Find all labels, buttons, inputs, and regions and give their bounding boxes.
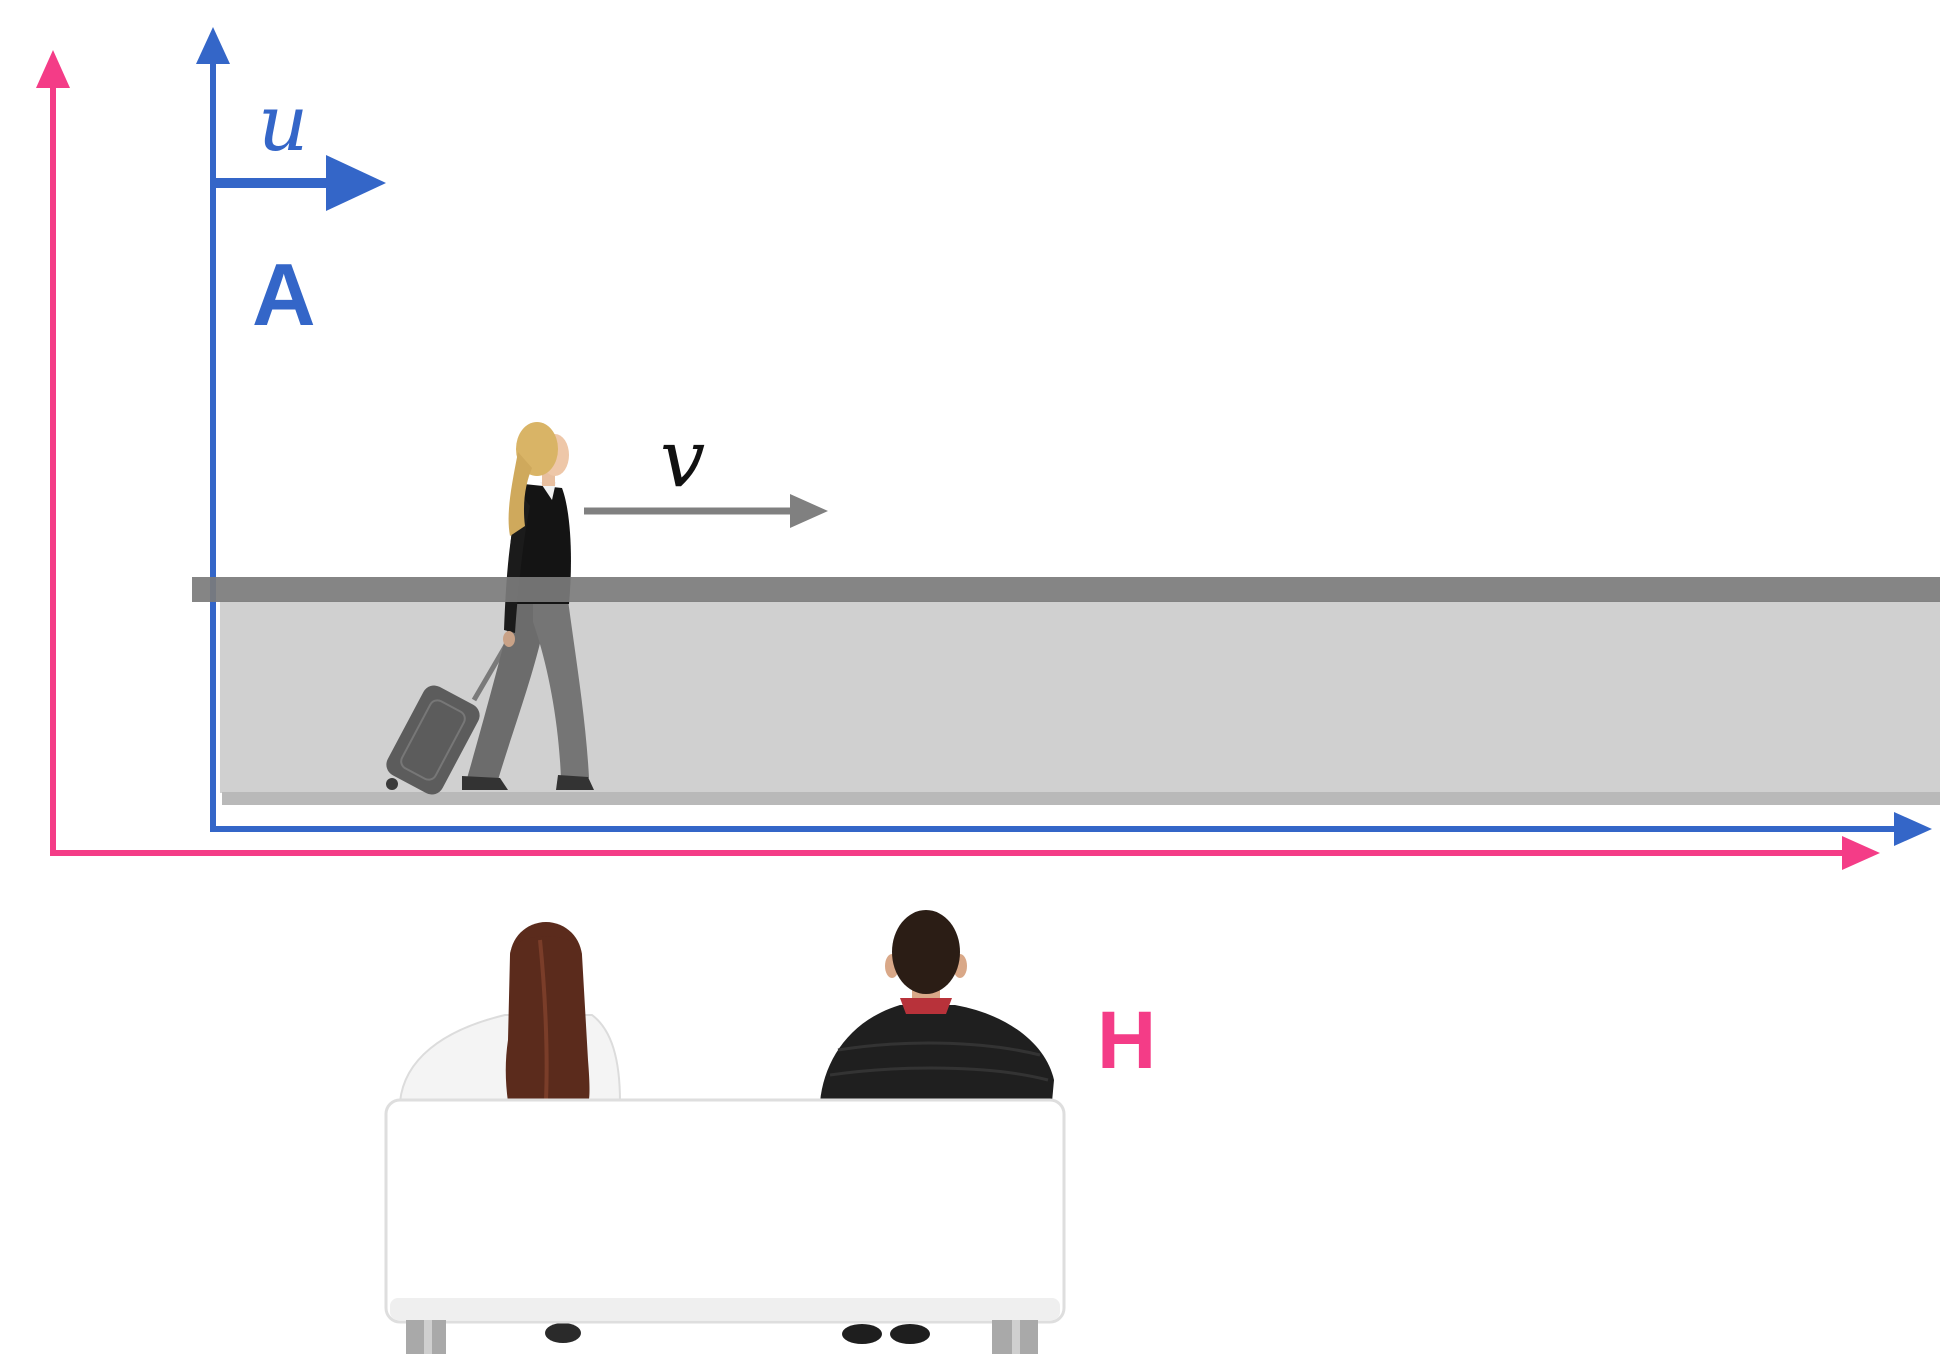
sofa-bottom-shade	[390, 1298, 1060, 1320]
seated-man-sweater-stripe	[829, 1066, 1049, 1082]
seated-man-icon	[820, 910, 1054, 1102]
v-arrow-head	[790, 494, 828, 528]
walkway-bottom-edge	[222, 792, 1940, 805]
seated-man-sweater	[820, 1005, 1054, 1102]
frame-a-axes	[196, 27, 1932, 846]
frame-a-horizontal-arrowhead	[1894, 812, 1932, 846]
seated-woman-icon	[398, 922, 622, 1103]
suitcase	[386, 685, 480, 795]
woman-left-shoe	[462, 776, 508, 790]
sofa-left-leg-shade	[424, 1320, 432, 1354]
woman-hand	[503, 631, 515, 647]
frame-a-vertical-arrowhead	[196, 27, 230, 64]
frame-h-label: H	[1097, 995, 1156, 1086]
frame-a-velocity-arrow	[213, 155, 386, 211]
walker-velocity-arrow	[584, 494, 828, 528]
v-velocity-label: v	[660, 412, 705, 505]
sofa-right-leg-shade	[1012, 1320, 1020, 1354]
seated-man-scarf	[900, 998, 952, 1014]
woman-right-leg	[533, 600, 589, 780]
seated-man-left-shoe	[842, 1324, 882, 1344]
sofa-body	[384, 1098, 1066, 1324]
u-arrow-head	[326, 155, 386, 211]
seated-woman-shoe	[545, 1323, 581, 1343]
suitcase-seam	[400, 699, 466, 781]
frame-h-axes	[36, 50, 1880, 870]
woman-left-leg	[466, 600, 548, 782]
seated-man-sweater-stripe	[837, 1041, 1041, 1057]
seated-man-head	[892, 910, 960, 994]
frame-a-label: A	[252, 245, 316, 344]
woman-right-shoe	[556, 775, 594, 790]
walkway-belt	[192, 577, 1940, 602]
suitcase-wheel	[386, 778, 398, 790]
woman-collar	[540, 482, 556, 500]
frame-h-vertical-arrowhead	[36, 50, 70, 88]
woman-hair-long	[508, 452, 532, 536]
frame-h-horizontal-arrowhead	[1842, 836, 1880, 870]
seated-man-right-shoe	[890, 1324, 930, 1344]
seated-woman-hair-highlight	[538, 939, 549, 1101]
sofa-icon	[384, 1098, 1066, 1354]
u-velocity-label: u	[258, 79, 308, 169]
